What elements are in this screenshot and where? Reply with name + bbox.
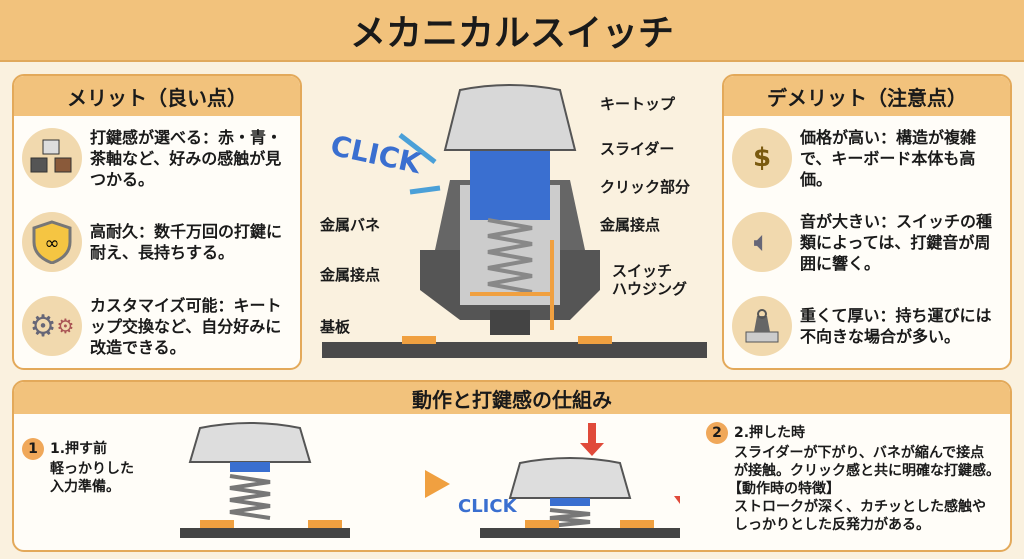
label-spring: 金属バネ [320, 216, 381, 234]
label-click-part: クリック部分 [600, 178, 691, 196]
label-slider: スライダー [600, 140, 675, 158]
down-arrow-icon [674, 478, 680, 504]
click-label-bottom: CLICK [458, 496, 517, 517]
list-item: ⚙⚙ カスタマイズ可能：キートップ交換など、自分好みに改造できる。 [14, 284, 300, 368]
switches-icon [22, 128, 82, 188]
list-item: 重くて厚い：持ち運びには不向きな場合が多い。 [724, 284, 1010, 368]
demerits-panel: デメリット（注意点） $ 価格が高い：構造が複雑で、キーボード本体も高価。 🔈︎… [722, 74, 1012, 370]
feature-title: 【動作時の特徴】 [728, 481, 840, 497]
list-item: $ 価格が高い：構造が複雑で、キーボード本体も高価。 [724, 116, 1010, 200]
label-housing-1: スイッチ [612, 262, 673, 280]
gears-icon: ⚙⚙ [22, 296, 82, 356]
spring [487, 218, 533, 294]
shield-infinity-icon: ∞ [22, 212, 82, 272]
keycap [443, 84, 577, 151]
weight-icon [732, 296, 792, 356]
list-item: 🔈︎ 音が大きい：スイッチの種類によっては、打鍵音が周囲に響く。 [724, 200, 1010, 284]
merit-text: カスタマイズ可能：キートップ交換など、自分好みに改造できる。 [90, 295, 282, 357]
step2-number: 2 [706, 422, 728, 444]
money-bag-icon: $ [732, 128, 792, 188]
step1-desc2: 入力準備。 [50, 479, 120, 495]
feature-1: ストロークが深く、カチッとした感触や [734, 499, 986, 515]
merit-text: 高耐久：数千万回の打鍵に耐え、長持ちする。 [90, 222, 283, 262]
step2-desc2: が接触。クリック感と共に明確な打鍵感。 [734, 463, 1000, 479]
mechanism-heading: 動作と打鍵感の仕組み [14, 382, 1010, 414]
list-item: 打鍵感が選べる：赤・青・茶軸など、好みの感触が見つかる。 [14, 116, 300, 200]
demerits-heading: デメリット（注意点） [724, 76, 1010, 116]
svg-text:∞: ∞ [45, 233, 60, 254]
merit-text: 打鍵感が選べる：赤・青・茶軸など、好みの感触が見つかる。 [90, 127, 283, 189]
demerit-text: 重くて厚い：持ち運びには不向きな場合が多い。 [800, 306, 992, 346]
label-contact-left: 金属接点 [320, 266, 381, 284]
arrow-icon [425, 470, 450, 498]
step1-title: 1.押す前 [50, 441, 108, 457]
pcb [322, 342, 707, 358]
demerit-text: 音が大きい：スイッチの種類によっては、打鍵音が周囲に響く。 [800, 211, 993, 273]
feature-2: しっかりとした反発力がある。 [734, 517, 930, 533]
step2-title: 2.押した時 [734, 425, 806, 441]
step1-desc1: 軽っかりした [50, 461, 134, 477]
speaker-icon: 🔈︎ [732, 212, 792, 272]
label-contact-right: 金属接点 [600, 216, 661, 234]
merits-heading: メリット（良い点） [14, 76, 300, 116]
slider [470, 150, 550, 220]
merits-panel: メリット（良い点） 打鍵感が選べる：赤・青・茶軸など、好みの感触が見つかる。 ∞… [12, 74, 302, 370]
label-housing-2: ハウジング [612, 280, 688, 298]
before-press-diagram [180, 422, 680, 538]
switch-diagram [322, 84, 707, 358]
step1-text: 1 1.押す前 軽っかりした 入力準備。 [22, 438, 134, 496]
list-item: ∞ 高耐久：数千万回の打鍵に耐え、長持ちする。 [14, 200, 300, 284]
step2-text: 2 2.押した時 スライダーが下がり、バネが縮んで接点 が接触。クリック感と共に明… [706, 422, 1000, 534]
step2-desc1: スライダーが下がり、バネが縮んで接点 [734, 445, 985, 461]
label-keytop: キートップ [600, 95, 676, 113]
label-pcb: 基板 [320, 318, 351, 336]
down-arrow-icon [580, 423, 604, 456]
demerit-text: 価格が高い：構造が複雑で、キーボード本体も高価。 [800, 127, 977, 189]
label-housing: スイッチハウジング [612, 262, 687, 298]
mechanism-panel: 動作と打鍵感の仕組み [12, 380, 1012, 552]
page-title: メカニカルスイッチ [0, 0, 1024, 62]
step1-number: 1 [22, 438, 44, 460]
